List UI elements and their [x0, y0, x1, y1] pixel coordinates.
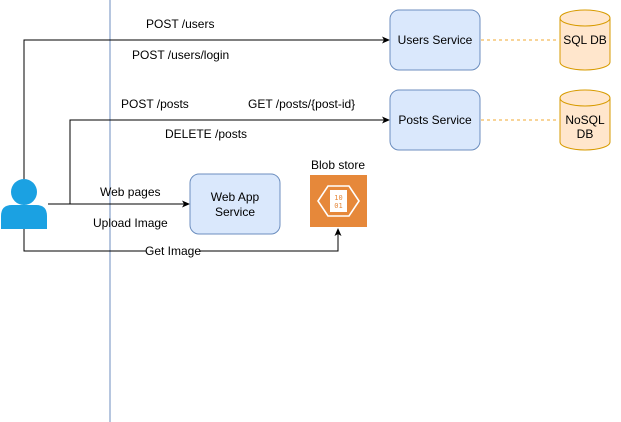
- user-icon[interactable]: [1, 179, 47, 229]
- users-service[interactable]: Users Service: [389, 9, 481, 71]
- posts-service-label: Posts Service: [398, 113, 472, 127]
- edge-label-web-pages: Web pages: [100, 185, 161, 199]
- edge-label-get-post-id: GET /posts/{post-id}: [248, 97, 355, 111]
- blob-storage-icon[interactable]: 10 01: [310, 175, 367, 227]
- sql-db[interactable]: SQL DB: [559, 9, 611, 71]
- get-image-label-bg: [146, 244, 200, 258]
- edge-label-post-posts: POST /posts: [121, 97, 189, 111]
- edge-label-post-users-login: POST /users/login: [132, 48, 229, 62]
- sql-db-label: SQL DB: [563, 33, 607, 47]
- webapp-service[interactable]: Web App Service: [189, 173, 281, 235]
- edge-label-upload-image: Upload Image: [93, 216, 168, 230]
- posts-service[interactable]: Posts Service: [389, 89, 481, 151]
- blob-icon-bits-line1: 10: [334, 194, 342, 202]
- nosql-db-label-line1: NoSQL: [565, 113, 605, 127]
- nosql-db[interactable]: NoSQL DB: [559, 89, 611, 151]
- edge-label-delete-posts: DELETE /posts: [165, 127, 247, 141]
- edge-to-users-service: [23, 36, 390, 179]
- blob-icon-bits-line2: 01: [334, 202, 342, 210]
- webapp-service-label-line2: Service: [215, 205, 255, 219]
- blob-store-title: Blob store: [311, 158, 365, 172]
- nosql-db-label-line2: DB: [577, 127, 594, 141]
- edge-label-post-users: POST /users: [146, 17, 214, 31]
- users-service-label: Users Service: [398, 33, 473, 47]
- edge-label-get-image: Get Image: [145, 244, 201, 258]
- webapp-service-label-line1: Web App: [211, 190, 260, 204]
